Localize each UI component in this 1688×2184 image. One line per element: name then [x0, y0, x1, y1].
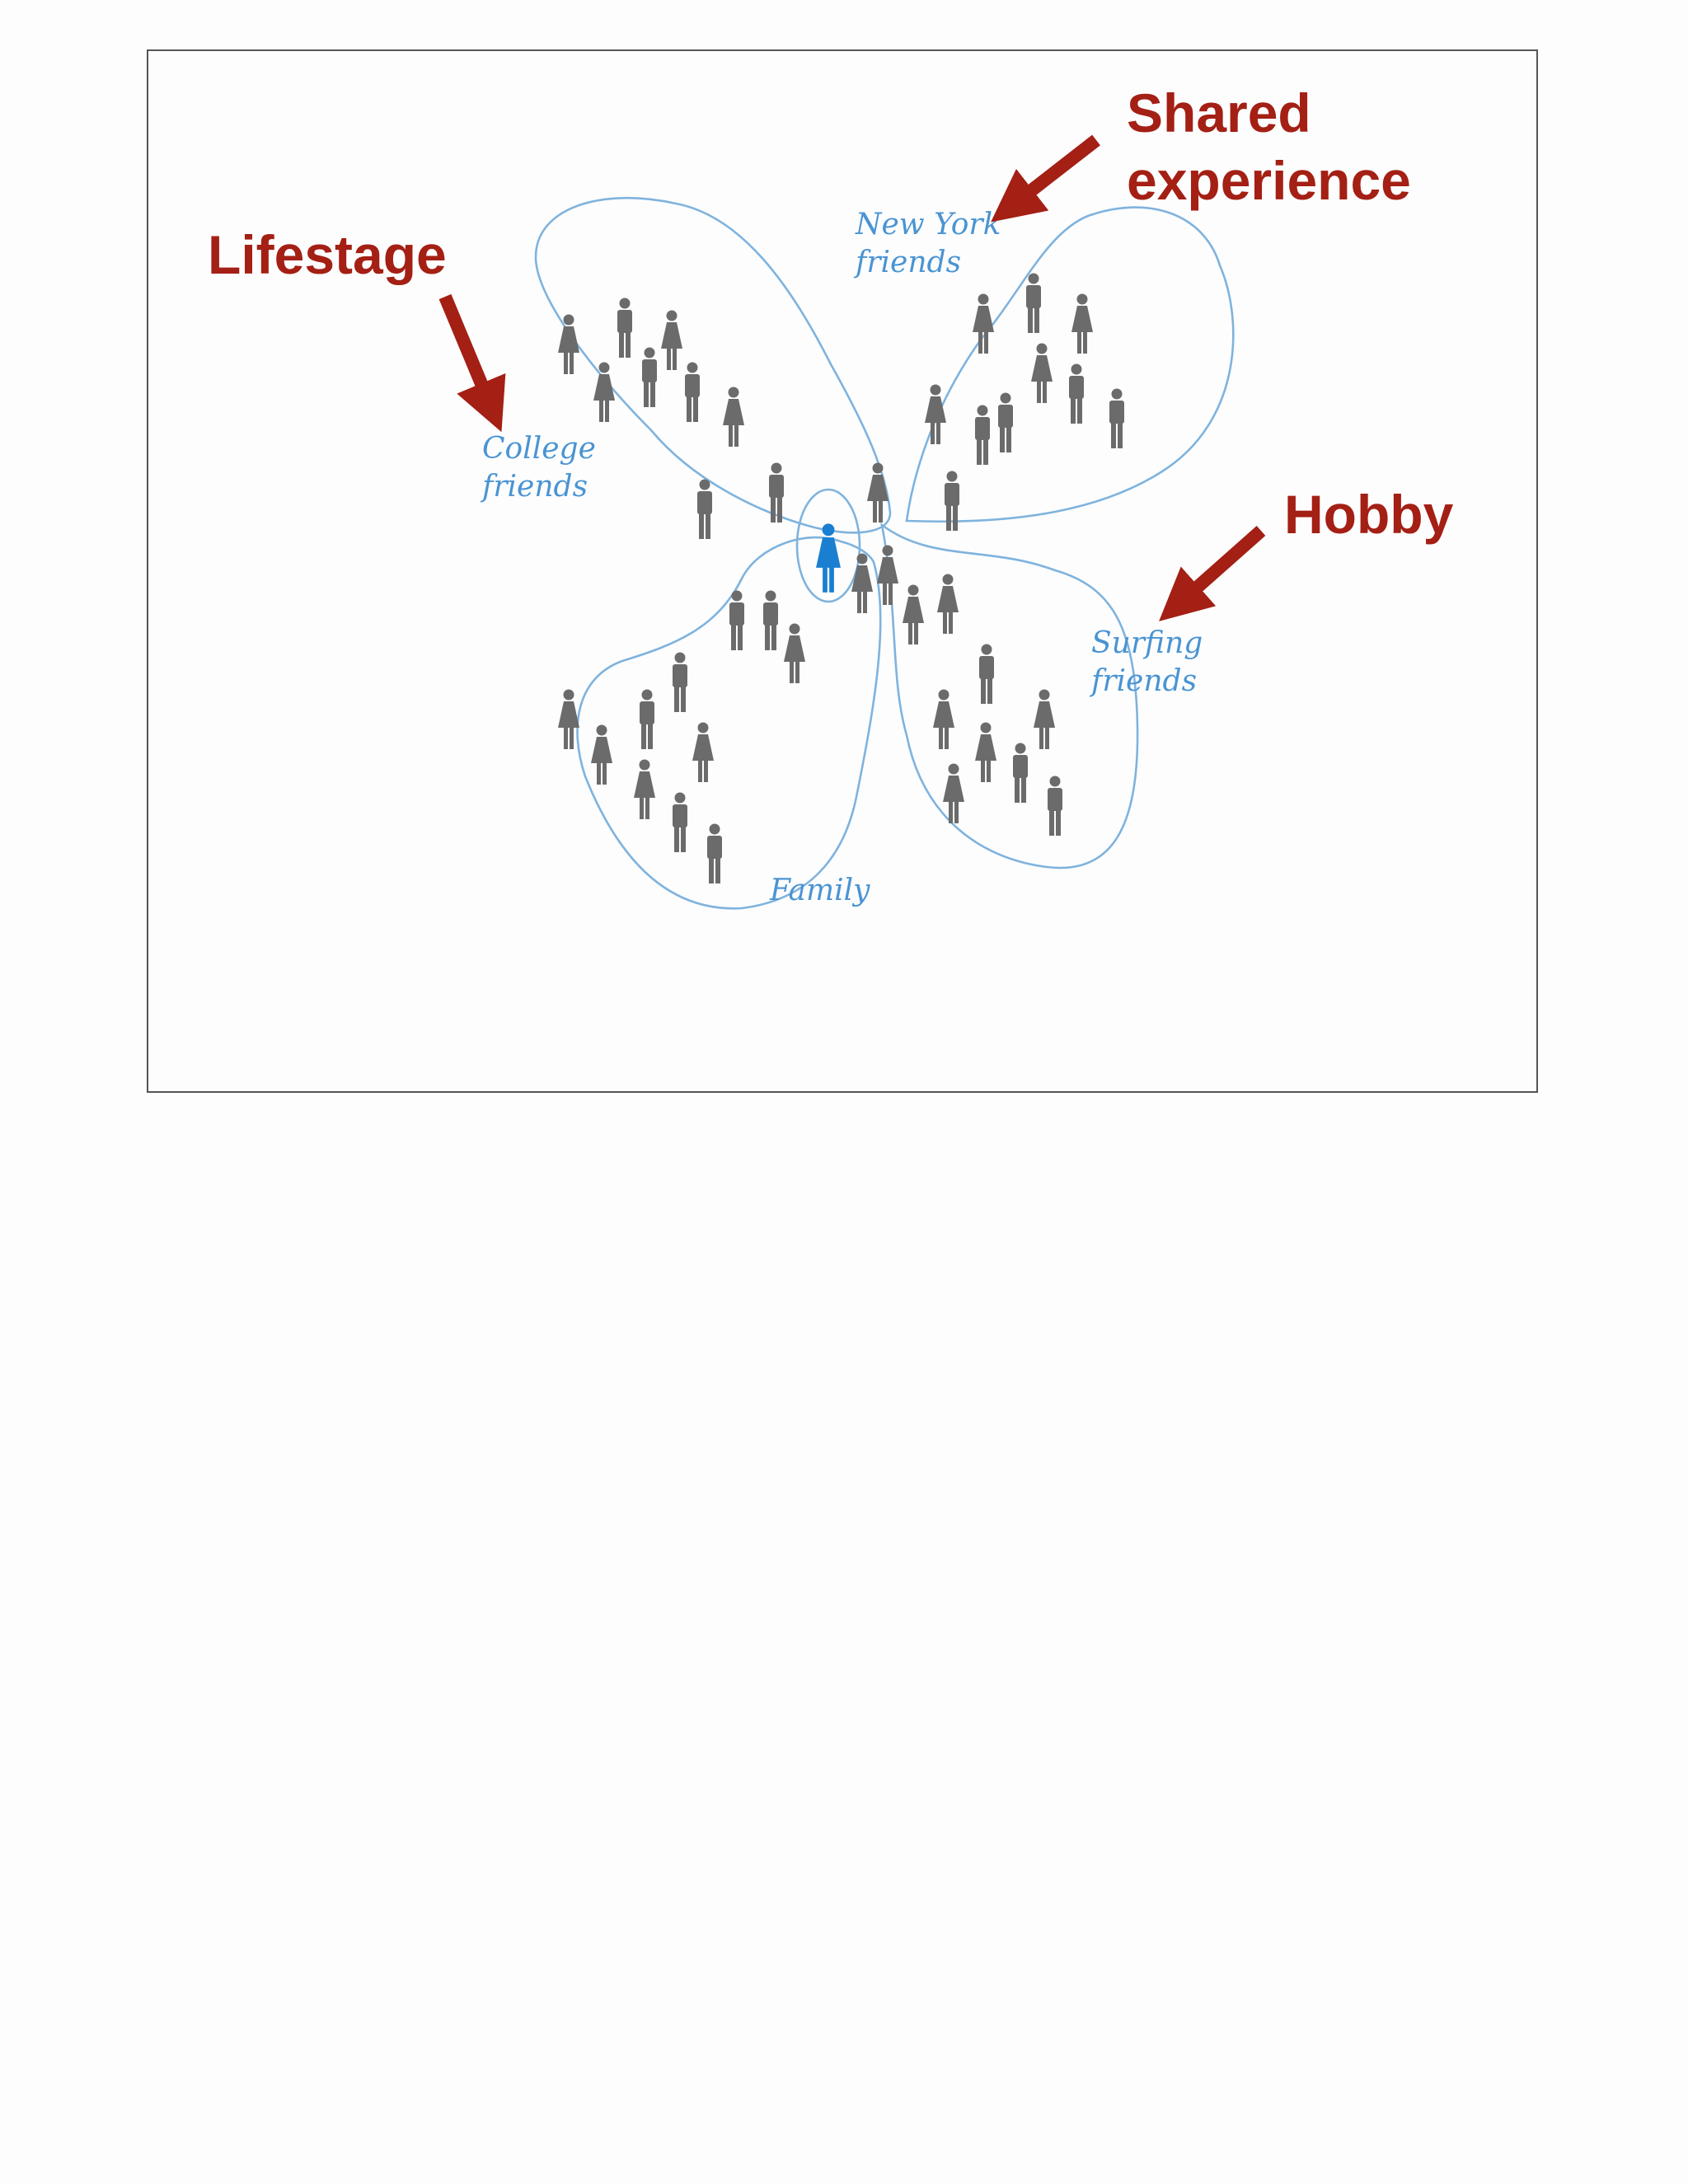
lifestage-arrow	[438, 293, 506, 433]
person-icon	[851, 553, 873, 613]
newyork-people	[925, 273, 1124, 465]
person-icon	[634, 759, 655, 819]
person-icon	[1048, 776, 1062, 836]
person-icon	[558, 314, 579, 374]
shared-experience-arrow	[991, 134, 1100, 223]
surfing-group-outline	[880, 522, 1139, 869]
person-icon	[1069, 363, 1084, 424]
person-icon	[975, 722, 996, 782]
person-icon	[591, 724, 612, 785]
person-icon	[1071, 293, 1093, 354]
lifestage-annotation: Lifestage	[208, 224, 447, 285]
newyork-label-line2: friends	[853, 246, 961, 279]
college-people	[558, 298, 959, 539]
hobby-arrow	[1159, 526, 1266, 621]
person-icon	[1026, 273, 1041, 333]
person-icon	[937, 574, 959, 634]
person-icon	[723, 387, 744, 447]
person-icon	[943, 763, 964, 823]
family-group-outline	[576, 536, 882, 910]
person-icon	[867, 462, 889, 523]
person-icon	[1034, 689, 1055, 749]
person-icon	[673, 792, 687, 852]
person-icon	[998, 392, 1013, 452]
person-icon	[903, 584, 924, 644]
newyork-label-line1: New York	[855, 208, 1001, 241]
person-icon	[979, 644, 994, 704]
person-icon	[697, 479, 712, 539]
hobby-annotation: Hobby	[1284, 484, 1454, 545]
person-icon	[1109, 388, 1124, 448]
person-icon	[763, 590, 778, 650]
person-icon	[816, 523, 841, 593]
person-icon	[1013, 743, 1028, 803]
person-icon	[692, 722, 714, 782]
family-people	[558, 590, 805, 883]
person-icon	[617, 298, 632, 358]
person-icon	[769, 462, 784, 523]
person-icon	[640, 689, 654, 749]
slide: College friends New York friends Surfing…	[147, 49, 1538, 1093]
person-icon	[973, 293, 994, 354]
person-icon	[707, 823, 722, 883]
shared-experience-annotation-line2: experience	[1127, 150, 1411, 211]
family-label: Family	[769, 874, 870, 907]
person-icon	[784, 623, 805, 683]
person-icon	[642, 347, 657, 407]
person-icon	[661, 310, 682, 370]
college-label-line1: College	[482, 432, 596, 466]
person-icon	[975, 405, 990, 465]
person-icon	[558, 689, 579, 749]
shared-experience-annotation-line1: Shared	[1127, 82, 1311, 143]
person-icon	[1031, 343, 1053, 403]
person-icon	[685, 362, 700, 422]
college-label-line2: friends	[480, 470, 588, 504]
surfing-label-line2: friends	[1089, 664, 1197, 698]
center-outline	[795, 488, 861, 603]
person-icon	[729, 590, 744, 650]
person-icon	[925, 384, 946, 444]
newyork-group-outline	[905, 206, 1235, 523]
friend-groups-diagram: College friends New York friends Surfing…	[208, 82, 1454, 910]
college-group-outline	[534, 196, 892, 534]
person-icon	[673, 652, 687, 712]
surfing-people	[851, 545, 1062, 836]
person-icon	[933, 689, 954, 749]
surfing-label-line1: Surfing	[1091, 626, 1203, 660]
